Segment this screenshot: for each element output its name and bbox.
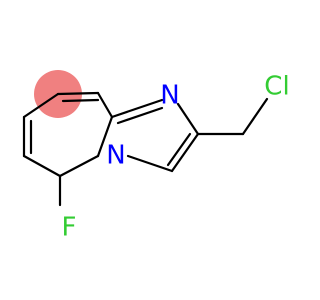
- atom-label-imine-nitrogen: N: [160, 81, 179, 111]
- atom-label-fluorine: F: [62, 213, 77, 243]
- atom-label-bridgehead-nitrogen: N: [106, 141, 125, 171]
- bond-c2-c3-double: [166, 132, 192, 167]
- molecule-structure-canvas: N N F Cl: [22, 70, 290, 243]
- molecule-structure-diagram: N N F Cl: [22, 70, 290, 243]
- bond-c6-c5: [22, 154, 62, 178]
- bond-ch2-cl: [241, 97, 269, 136]
- bond-c8-c7: [22, 92, 60, 119]
- bond-c8-c8a-double: [61, 98, 100, 103]
- bond-n1-c2: [176, 102, 200, 136]
- atom-label-chlorine: Cl: [264, 72, 289, 102]
- bond-c2-c3: [170, 132, 200, 173]
- bond-c8a-n1-double: [116, 106, 164, 125]
- bond-c8a-ring: [96, 91, 114, 119]
- bond-c5-n4: [58, 154, 100, 178]
- bond-c8-c8a: [56, 91, 100, 96]
- bond-c8a-n1: [110, 98, 164, 119]
- bond-c3-n4: [126, 154, 174, 173]
- bond-n4-c8a: [96, 115, 114, 158]
